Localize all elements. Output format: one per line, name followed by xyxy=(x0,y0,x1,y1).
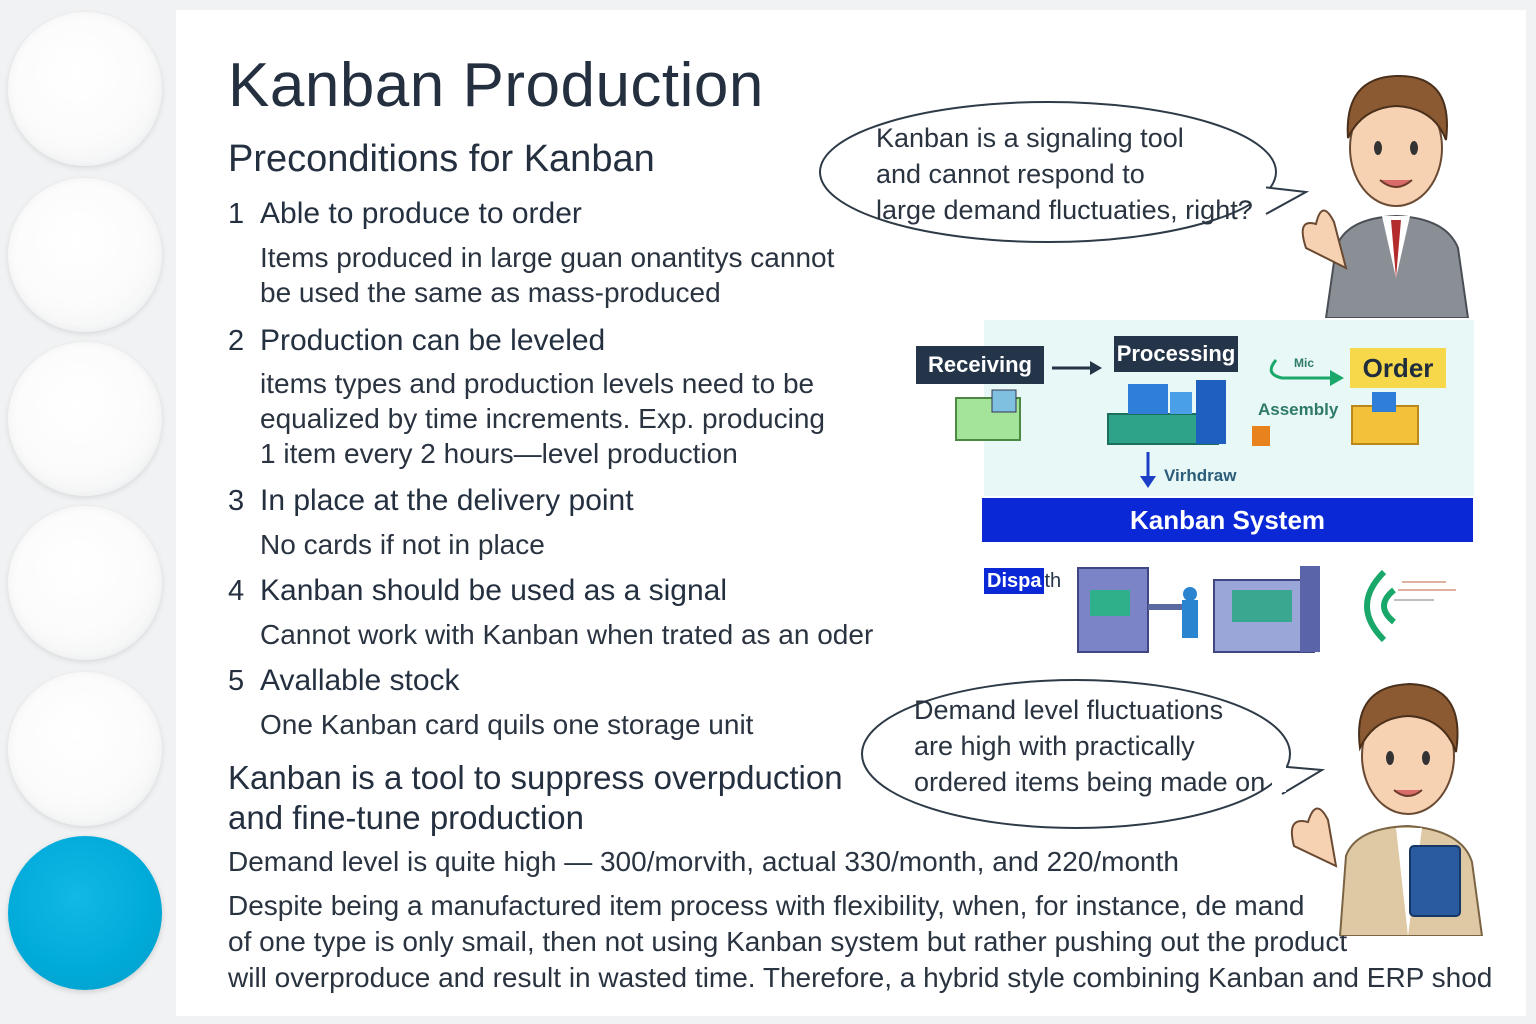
nav-dot-5[interactable] xyxy=(8,672,162,826)
receiving-label: Receiving xyxy=(916,346,1044,384)
nav-dot-3[interactable] xyxy=(8,342,162,496)
item-body-line: be used the same as mass-produced xyxy=(260,277,721,308)
item-number: 4 xyxy=(228,575,245,607)
mic-label: Mic xyxy=(1294,356,1315,370)
item-number: 5 xyxy=(228,665,245,697)
curved-arrow-icon xyxy=(1269,359,1344,386)
processing-label: Processing xyxy=(1114,336,1238,372)
speech-bubble-top xyxy=(819,101,1310,243)
bubble-line: are high with practically xyxy=(914,731,1195,761)
page-title: Kanban Production xyxy=(228,51,764,120)
summary-line: and fine-tune production xyxy=(228,799,584,836)
nav-dot-4[interactable] xyxy=(8,506,162,660)
paragraph-line: Despite being a manufactured item proces… xyxy=(228,890,1305,921)
bubble-bottom-text: Demand level fluctuations are high with … xyxy=(914,692,1265,800)
dispatch-machinery-illustration xyxy=(1077,566,1456,653)
item-body-line: equalized by time increments. Exp. produ… xyxy=(260,403,825,434)
factory-machinery-illustration xyxy=(955,380,1419,446)
nav-dot-1[interactable] xyxy=(8,12,162,166)
bubble-line: Kanban is a signaling tool xyxy=(876,123,1184,153)
bubble-top-text: Kanban is a signaling tool and cannot re… xyxy=(876,120,1253,228)
slide-canvas: Kanban Production Preconditions for Kanb… xyxy=(176,10,1526,1016)
item-heading: Production can be leveled xyxy=(260,324,606,357)
item-body-line: Cannot work with Kanban when trated as a… xyxy=(260,619,874,650)
item-heading: Kanban should be used as a signal xyxy=(260,574,728,607)
item-body-line: items types and production levels need t… xyxy=(260,368,815,399)
summary-heading: Kanban is a tool to suppress overpductio… xyxy=(228,758,843,838)
bubble-line: Demand level fluctuations xyxy=(914,695,1224,725)
arrow-down-icon xyxy=(1140,452,1156,488)
kanban-system-banner: Kanban System xyxy=(982,498,1473,542)
item-heading: Able to produce to order xyxy=(260,197,582,230)
dispatch-label-b: th xyxy=(1044,570,1062,592)
nav-dot-6-active[interactable] xyxy=(8,836,162,990)
item-number: 2 xyxy=(228,325,245,357)
item-number: 1 xyxy=(228,198,245,230)
dispatch-label-a: Dispa xyxy=(984,568,1045,594)
bubble-line: ordered items being made on xyxy=(914,767,1266,797)
bubble-line: and cannot respond to xyxy=(876,159,1145,189)
section-subtitle: Preconditions for Kanban xyxy=(228,138,655,180)
item-body-line: No cards if not in place xyxy=(260,529,545,560)
demand-line: Demand level is quite high — 300/morvith… xyxy=(228,846,1180,877)
paragraph-line: of one type is only smail, then not usin… xyxy=(228,926,1348,957)
assembly-label: Assembly xyxy=(1258,400,1339,419)
nav-dot-2[interactable] xyxy=(8,178,162,332)
withdraw-label: Virhdraw xyxy=(1164,466,1237,485)
item-number: 3 xyxy=(228,485,245,517)
man-with-tablet-illustration xyxy=(1290,682,1484,936)
bubble-line: large demand fluctuaties, right? xyxy=(876,195,1253,225)
item-body-line: Items produced in large guan onantitys c… xyxy=(260,242,835,273)
speech-bubble-bottom xyxy=(861,679,1326,829)
arrow-right-icon xyxy=(1052,361,1102,375)
summary-line: Kanban is a tool to suppress overpductio… xyxy=(228,759,843,796)
item-body-line: 1 item every 2 hours—level production xyxy=(260,438,738,469)
businessman-illustration-top xyxy=(1301,74,1470,318)
order-label: Order xyxy=(1350,348,1446,388)
item-body-line: One Kanban card quils one storage unit xyxy=(260,709,754,740)
paragraph-line: will overproduce and result in wasted ti… xyxy=(228,962,1493,993)
item-heading: In place at the delivery point xyxy=(260,484,634,517)
item-heading: Avallable stock xyxy=(260,664,460,697)
